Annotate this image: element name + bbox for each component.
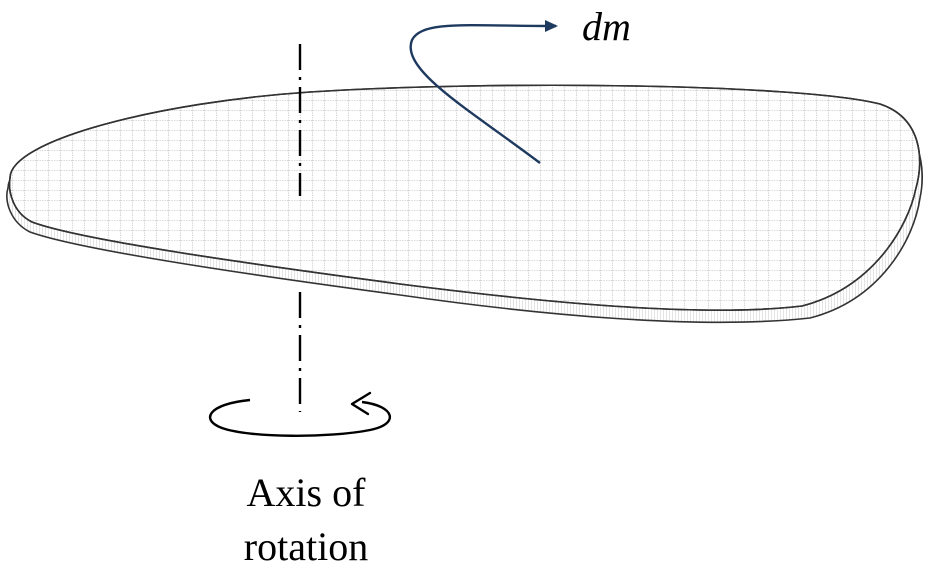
rigid-body-grid xyxy=(8,84,921,311)
rotation-arrow-icon xyxy=(209,398,391,437)
axis-label-line2: rotation xyxy=(244,524,368,569)
mass-element-label: dm xyxy=(582,4,631,49)
curved-pointer-arrow-icon xyxy=(409,19,558,164)
axis-label-line1: Axis of xyxy=(247,470,367,515)
rotation-arrowhead xyxy=(350,391,372,416)
